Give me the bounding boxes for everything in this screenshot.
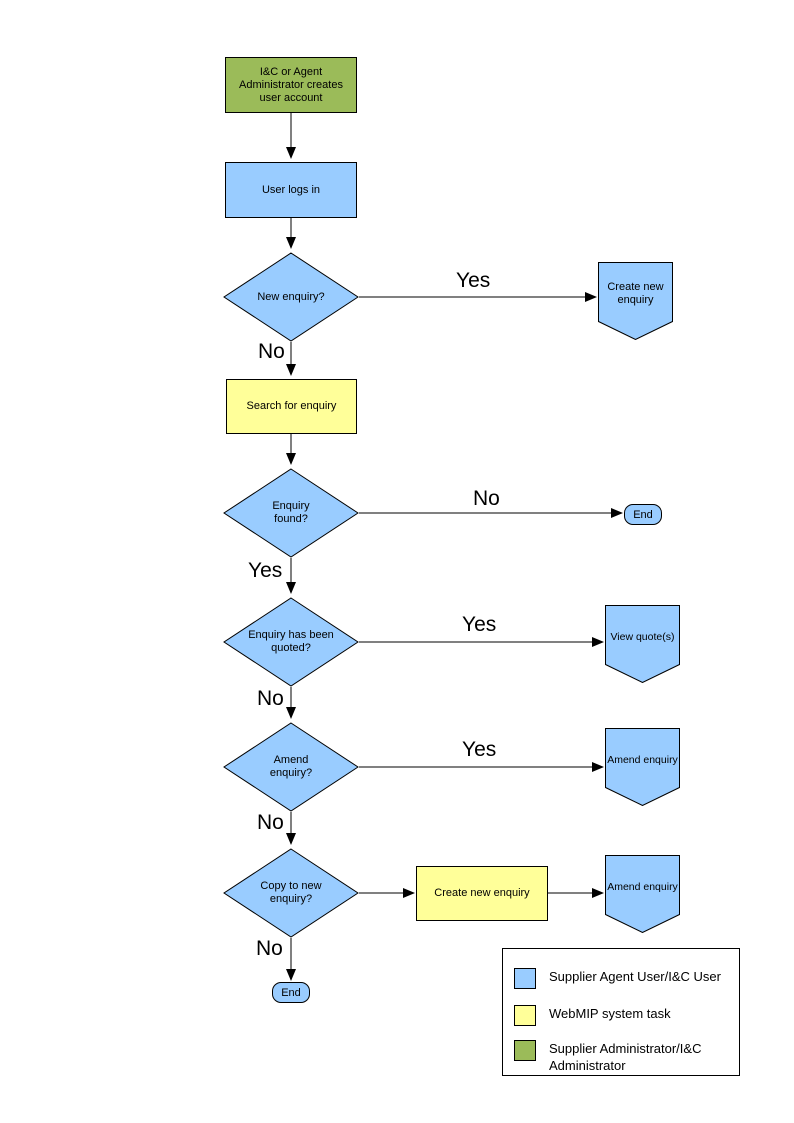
diamond-shape [223,468,359,558]
node-admin-creates-account: I&C or Agent Administrator creates user … [225,57,357,113]
node-end-bottom: End [272,982,310,1003]
edge-label-quoted-no: No [257,687,284,710]
node-admin-creates-account-label: I&C or Agent Administrator creates user … [239,65,343,104]
legend-label-supplier-administrator: Supplier Administrator/I&C Administrator [549,1041,702,1073]
edge-label-amend-no: No [257,811,284,834]
edge-label-new-enquiry-yes: Yes [456,269,491,292]
node-user-logs-in: User logs in [225,162,357,218]
edge-label-enquiry-found-no: No [473,487,500,510]
node-create-new-enquiry-top-label: Create new enquiry [607,281,664,306]
edge-label-new-enquiry-no: No [258,340,285,363]
node-create-new-enquiry-bottom-label: Create new enquiry [434,887,530,899]
legend-swatch-administrator [514,1040,536,1061]
node-amend-enquiry-bottom: Amend enquiry [605,855,680,933]
node-enquiry-quoted-label: Enquiry has been quoted? [248,629,334,654]
node-enquiry-found-label: Enquiry found? [272,500,310,525]
legend-label-supplier-agent-user: Supplier Agent User/I&C User [549,969,721,984]
node-view-quotes-label: View quote(s) [610,630,675,643]
node-end-bottom-label: End [281,986,301,999]
legend-item-supplier-agent-user: Supplier Agent User/I&C User [514,968,729,989]
edge-label-quoted-yes: Yes [462,613,497,636]
diamond-shape [223,252,359,342]
offpage-shape [605,728,680,806]
node-copy-to-new-enquiry-label: Copy to new enquiry? [260,880,322,905]
node-amend-enquiry-right-label: Amend enquiry [607,753,678,766]
node-new-enquiry-decision: New enquiry? [223,252,359,342]
legend: Supplier Agent User/I&C User WebMIP syst… [502,948,740,1076]
node-enquiry-quoted-decision: Enquiry has been quoted? [223,597,359,687]
diamond-shape [223,722,359,812]
legend-item-webmip-system-task: WebMIP system task [514,1005,729,1026]
node-end-right: End [624,504,662,525]
offpage-shape [598,262,673,340]
node-amend-enquiry-decision-label: Amend enquiry? [269,754,313,779]
legend-swatch-user-action [514,968,536,989]
node-new-enquiry-label: New enquiry? [257,290,325,303]
legend-swatch-system-task [514,1005,536,1026]
node-user-logs-in-label: User logs in [261,183,321,196]
diamond-shape [223,848,359,938]
legend-item-supplier-administrator: Supplier Administrator/I&C Administrator [514,1040,729,1074]
node-amend-enquiry-bottom-label: Amend enquiry [607,880,678,893]
offpage-shape [605,605,680,683]
node-enquiry-found-decision: Enquiry found? [223,468,359,558]
node-amend-enquiry-decision: Amend enquiry? [223,722,359,812]
edge-label-amend-yes: Yes [462,738,497,761]
node-search-for-enquiry: Search for enquiry [226,379,357,434]
node-create-new-enquiry-top: Create new enquiry [598,262,673,340]
diamond-shape [223,597,359,687]
node-search-for-enquiry-label: Search for enquiry [246,400,337,412]
node-view-quotes: View quote(s) [605,605,680,683]
node-copy-to-new-enquiry-decision: Copy to new enquiry? [223,848,359,938]
legend-label-webmip-system-task: WebMIP system task [549,1006,671,1021]
edge-label-enquiry-found-yes: Yes [248,559,283,582]
edge-label-copy-no: No [256,937,283,960]
offpage-shape [605,855,680,933]
node-amend-enquiry-right: Amend enquiry [605,728,680,806]
node-create-new-enquiry-bottom: Create new enquiry [416,866,548,921]
node-end-right-label: End [633,508,653,521]
